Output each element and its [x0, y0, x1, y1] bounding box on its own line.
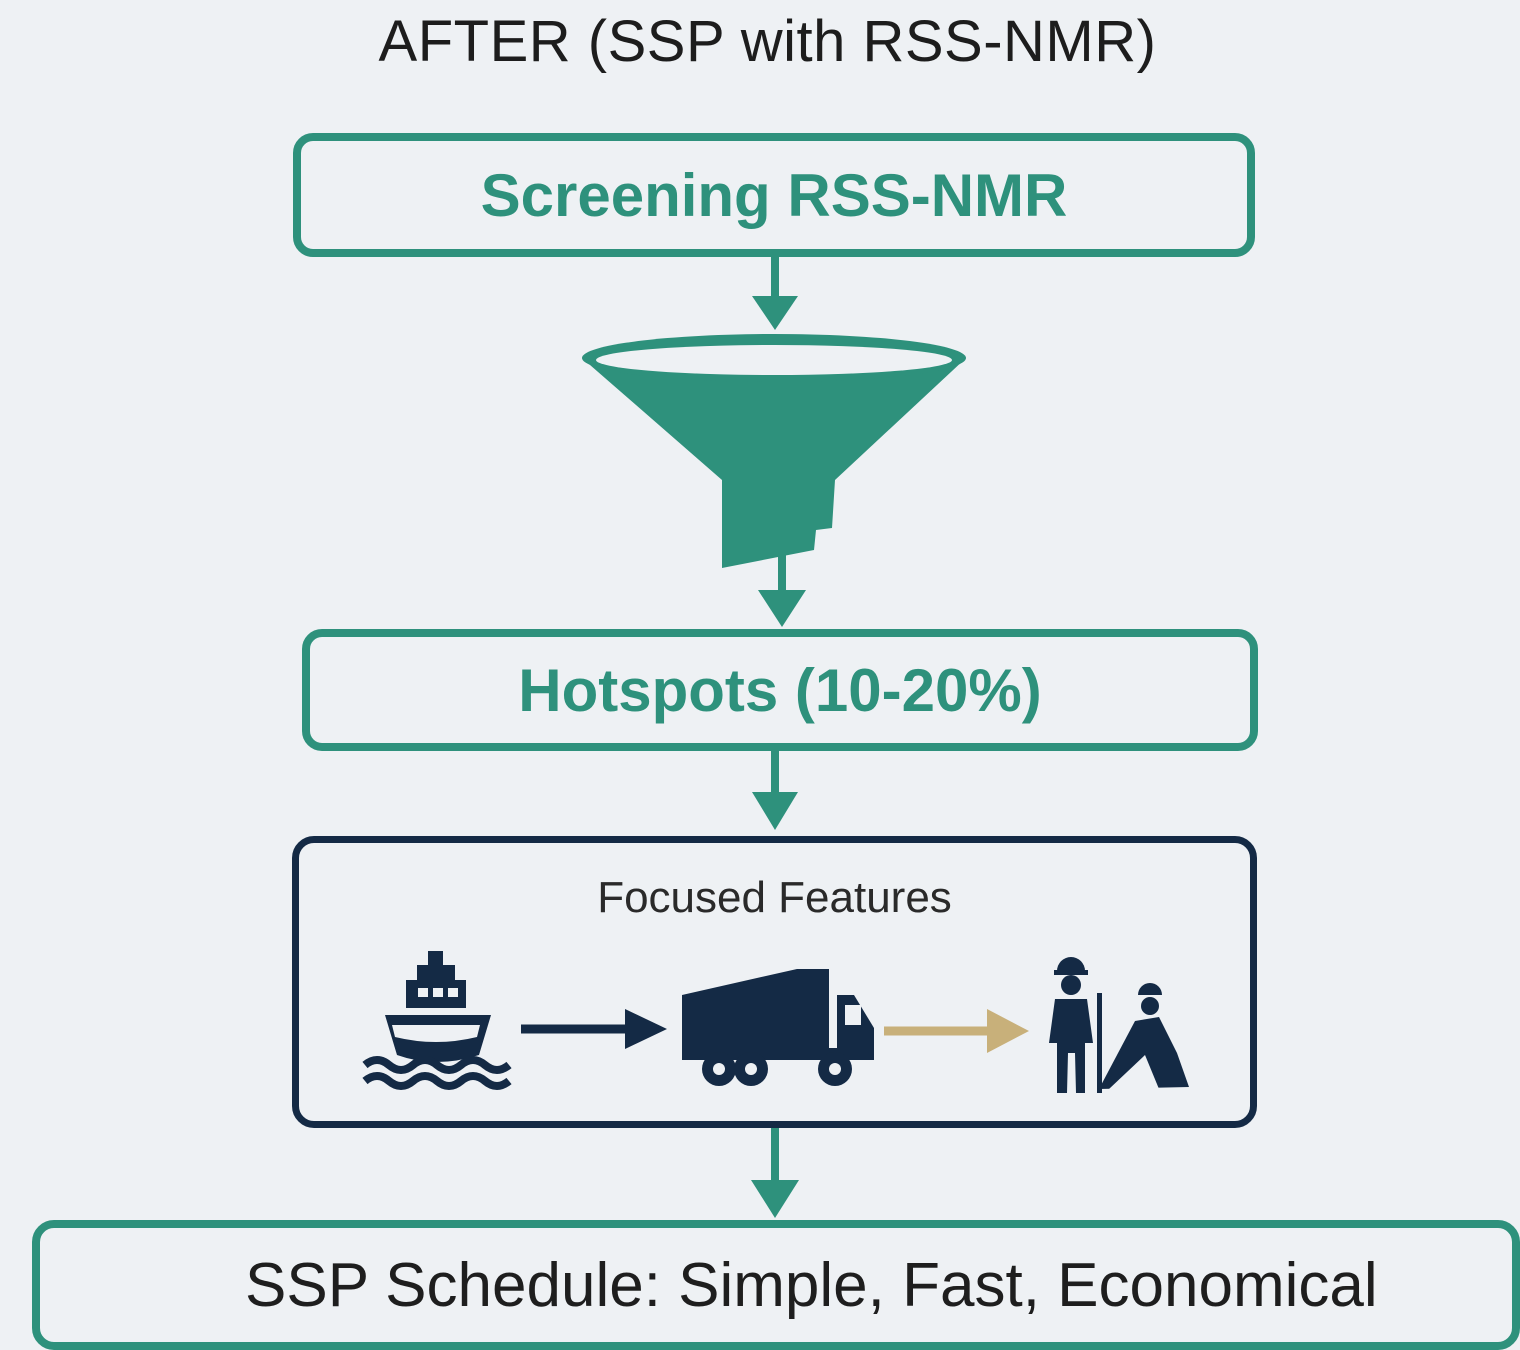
hotspots-step-box: Hotspots (10-20%) [302, 629, 1258, 751]
screening-label: Screening RSS-NMR [480, 161, 1068, 229]
arrow-right-icon [884, 1009, 1029, 1053]
funnel-icon [582, 334, 966, 568]
arrow-right-icon [521, 1009, 667, 1049]
screening-step-box: Screening RSS-NMR [293, 133, 1255, 257]
arrow-features-to-schedule-head [751, 1180, 799, 1218]
hotspots-label: Hotspots (10-20%) [518, 656, 1042, 724]
dump-truck-icon [682, 969, 874, 1086]
arrow-hotspots-to-features-head [752, 792, 798, 830]
arrow-funnel-to-hotspots-head [758, 590, 806, 627]
schedule-step-box: SSP Schedule: Simple, Fast, Economical [32, 1220, 1520, 1350]
focused-features-label: Focused Features [597, 873, 952, 922]
arrow-screening-to-funnel-head [752, 296, 798, 330]
focused-features-box: Focused Features [292, 836, 1257, 1128]
ship-icon [362, 951, 512, 1090]
features-icons [362, 951, 1189, 1093]
diagram-title: AFTER (SSP with RSS-NMR) [378, 9, 1157, 74]
workers-icon [1049, 957, 1189, 1093]
schedule-label: SSP Schedule: Simple, Fast, Economical [245, 1251, 1378, 1320]
